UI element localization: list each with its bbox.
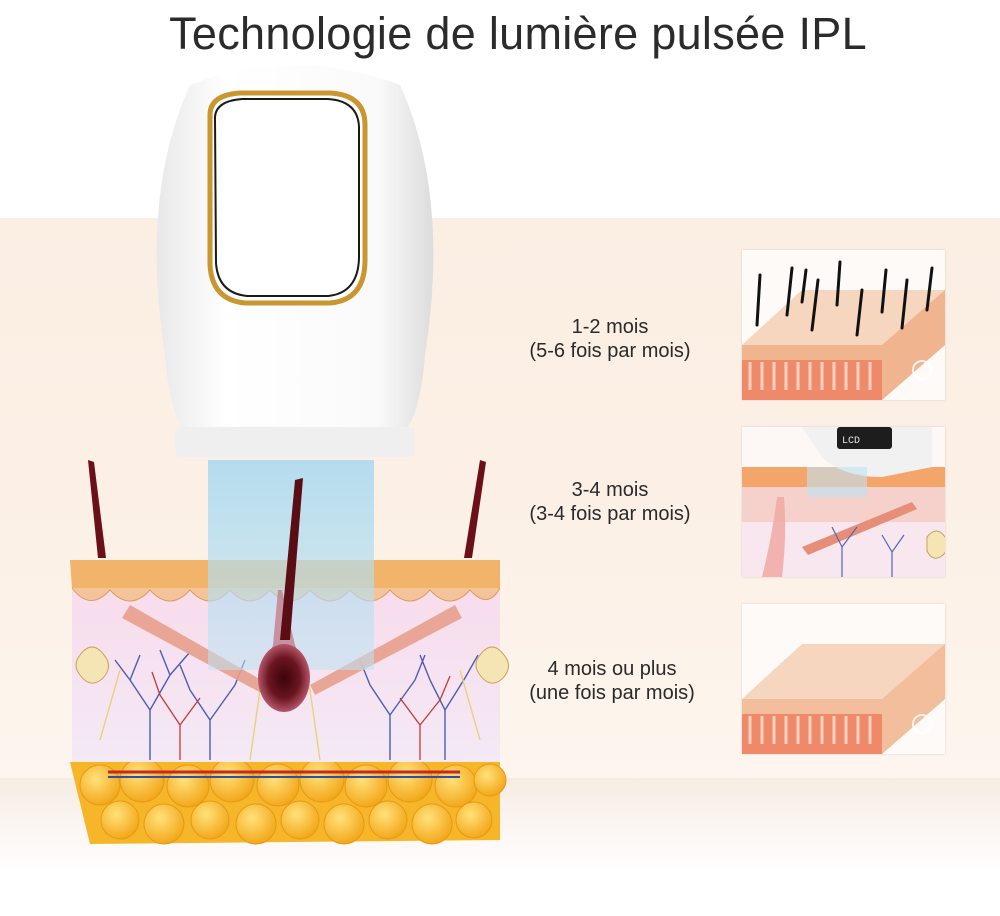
stage-2-frequency: (3-4 fois par mois) [529,503,691,525]
stage-1-caption: 1-2 mois (5-6 fois par mois) [490,315,730,363]
stage-1-duration: 1-2 mois [571,316,649,338]
stage-2-caption: 3-4 mois (3-4 fois par mois) [490,478,730,526]
stage-2-skin-image: LCD [742,427,945,577]
stage-2-duration: 3-4 mois [571,479,649,501]
stage-3-skin-image [742,604,945,754]
device-screen-text: LCD [842,436,860,447]
stage-1-frequency: (5-6 fois par mois) [529,340,691,362]
stage-1-skin-image [742,250,945,400]
skin-cross-section-illustration [70,460,509,845]
ipl-device-illustration [156,65,434,457]
stage-3-frequency: (une fois par mois) [529,682,695,704]
stage-3-caption: 4 mois ou plus (une fois par mois) [492,657,732,705]
stage-3-duration: 4 mois ou plus [547,658,677,680]
page-title: Technologie de lumière pulsée IPL [169,8,867,59]
